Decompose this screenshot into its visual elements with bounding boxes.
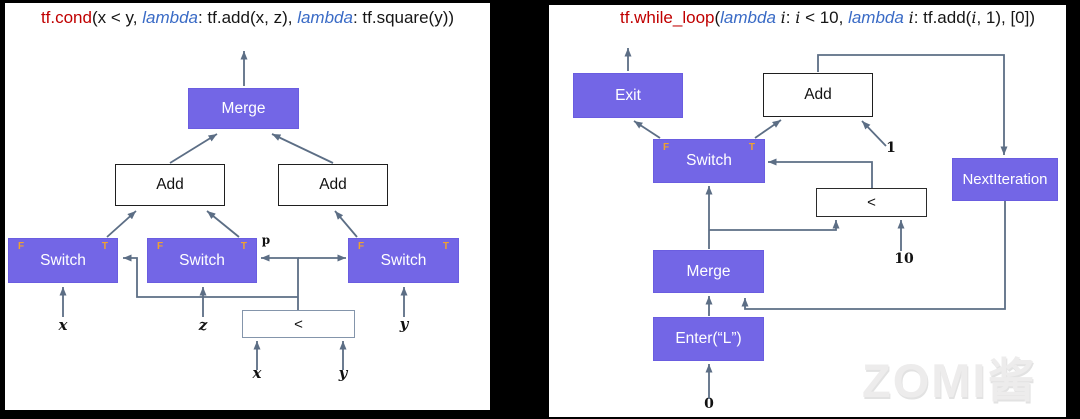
- less-node-right-panel: <: [816, 188, 927, 217]
- true-port-label: T: [442, 241, 449, 252]
- merge-node-right-panel: Merge: [653, 250, 764, 293]
- switch1-node: F T Switch: [8, 238, 118, 283]
- add-node-label: Add: [156, 176, 184, 193]
- code-var-i: i: [908, 8, 914, 27]
- code-text: : tf.square(y)): [352, 8, 455, 27]
- switch-node-label: Switch: [686, 152, 732, 169]
- right-title: tf.while_loop(lambda i: i < 10, lambda i…: [549, 8, 1066, 28]
- next-iteration-node: NextIteration: [952, 158, 1058, 201]
- code-text: , 1), [0]): [976, 8, 1036, 27]
- switch-node-right-panel: F T Switch: [653, 139, 765, 183]
- code-lambda: lambda: [848, 8, 909, 27]
- exit-node: Exit: [573, 73, 683, 118]
- switch-node-label: Switch: [179, 251, 225, 269]
- add-node-label: Add: [804, 86, 832, 103]
- merge-node-label: Merge: [221, 99, 266, 117]
- false-port-label: F: [18, 241, 25, 252]
- code-text: : tf.add(x, z),: [197, 8, 298, 27]
- enter-node-label: Enter(“L”): [675, 330, 742, 347]
- true-port-label: T: [240, 241, 247, 252]
- less-node-label: <: [294, 315, 303, 333]
- left-panel: [5, 3, 490, 410]
- input-label-x: x: [58, 316, 68, 334]
- less-input-label-y: y: [338, 364, 348, 382]
- false-port-label: F: [157, 241, 164, 252]
- next-iteration-node-label: NextIteration: [962, 171, 1048, 188]
- false-port-label: F: [663, 142, 670, 153]
- false-port-label: F: [358, 241, 365, 252]
- code-text: (x < y,: [91, 8, 143, 27]
- add-node-right-panel: Add: [763, 73, 873, 117]
- add-node-label: Add: [319, 176, 347, 193]
- code-keyword: tf.while_loop: [619, 8, 715, 27]
- code-lambda: lambda: [142, 8, 198, 27]
- exit-node-label: Exit: [615, 86, 641, 104]
- true-port-label: T: [748, 142, 755, 153]
- switch3-node: F T Switch: [348, 238, 459, 283]
- add-node-right: Add: [278, 164, 388, 206]
- code-text: :: [785, 8, 796, 27]
- code-text: (: [714, 8, 721, 27]
- constant-label-10: 10: [894, 251, 914, 267]
- constant-label-1: 1: [886, 140, 896, 156]
- code-var-i: i: [971, 8, 977, 27]
- enter-node: Enter(“L”): [653, 317, 764, 361]
- merge-node: Merge: [188, 88, 299, 129]
- switch2-node: F T Switch: [147, 238, 257, 283]
- code-lambda: lambda: [720, 8, 781, 27]
- code-var-i: i: [780, 8, 786, 27]
- left-title: tf.cond(x < y, lambda: tf.add(x, z), lam…: [5, 8, 490, 28]
- code-lambda: lambda: [297, 8, 353, 27]
- less-node-label: <: [867, 194, 876, 211]
- watermark-text: ZOMI酱: [862, 354, 1037, 407]
- code-text: : tf.add(: [913, 8, 972, 27]
- add-node-left: Add: [115, 164, 225, 206]
- code-text: < 10,: [800, 8, 849, 27]
- less-node-left-panel: <: [242, 310, 355, 338]
- merge-node-label: Merge: [686, 262, 731, 280]
- constant-label-0: 0: [704, 396, 714, 412]
- less-input-label-x: x: [252, 364, 262, 382]
- switch-node-label: Switch: [40, 251, 86, 269]
- predicate-label-p: p: [261, 233, 271, 247]
- code-keyword: tf.cond: [40, 8, 92, 27]
- code-var-i: i: [795, 8, 801, 27]
- input-label-y: y: [399, 315, 409, 333]
- input-label-z: z: [198, 316, 208, 334]
- switch-node-label: Switch: [380, 251, 427, 269]
- true-port-label: T: [101, 241, 108, 252]
